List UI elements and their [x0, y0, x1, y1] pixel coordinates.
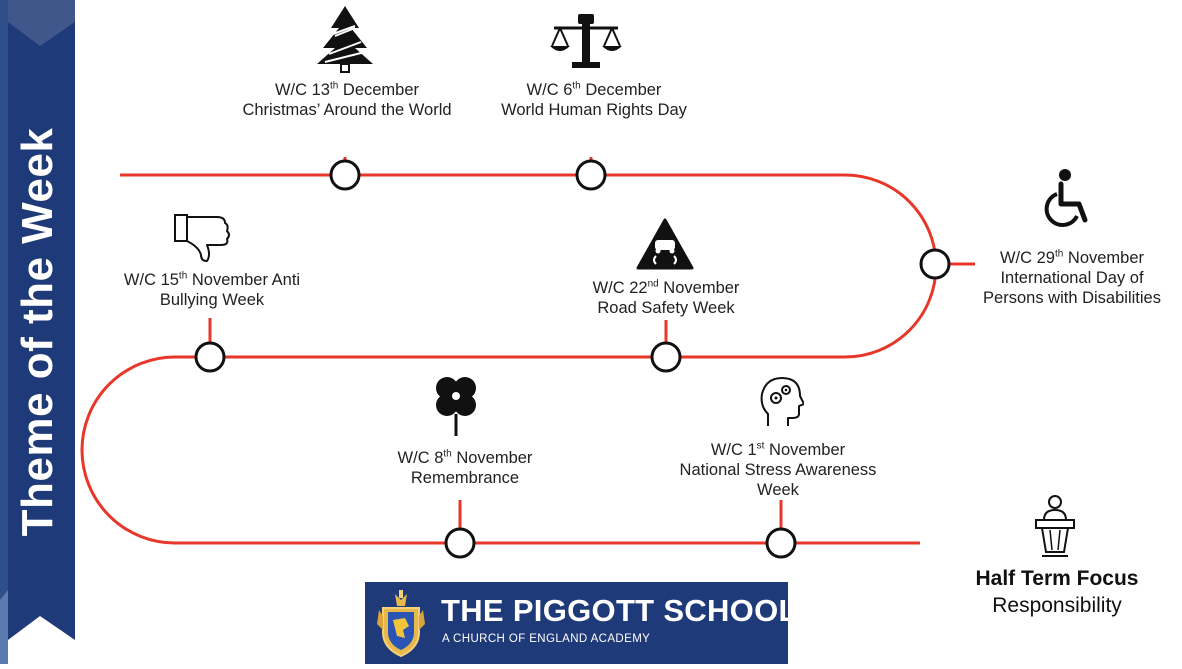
timeline-node: [194, 341, 226, 373]
banner-ribbon: [0, 0, 75, 664]
school-subtitle: A CHURCH OF ENGLAND ACADEMY: [442, 633, 651, 645]
timeline-node: [329, 159, 361, 191]
christmas-tree-icon: [317, 6, 373, 73]
event-label-remembrance: W/C 8th November Remembrance: [397, 448, 533, 487]
event-label-christmas: W/C 13th December Christmas’ Around the …: [242, 80, 452, 119]
event-label-human-rights: W/C 6th December World Human Rights Day: [501, 80, 687, 119]
school-crest-icon: [377, 590, 425, 658]
focus-value: Responsibility: [992, 594, 1122, 617]
timeline-node: [650, 341, 682, 373]
lectern-speaker-icon: [1035, 495, 1075, 557]
timeline-node: [765, 527, 797, 559]
half-term-focus: Half Term Focus Responsibility: [950, 566, 1164, 620]
poppy-icon: [436, 377, 476, 436]
school-name: THE PIGGOTT SCHOOL: [441, 593, 798, 628]
school-logo: THE PIGGOTT SCHOOL A CHURCH OF ENGLAND A…: [365, 582, 797, 664]
thumbs-down-icon: [174, 214, 230, 262]
wheelchair-icon: [1044, 169, 1088, 227]
head-gears-icon: [760, 377, 804, 426]
event-label-stress-awareness: W/C 1st November National Stress Awarene…: [679, 440, 877, 499]
slippery-road-sign-icon: [636, 218, 694, 270]
event-label-road-safety: W/C 22nd November Road Safety Week: [592, 278, 740, 317]
timeline-node: [575, 159, 607, 191]
focus-title: Half Term Focus: [975, 567, 1139, 590]
timeline-node: [919, 248, 951, 280]
theme-banner: Theme of the Week: [0, 0, 75, 664]
event-label-disabilities: W/C 29th November International Day of P…: [983, 248, 1161, 307]
timeline-node: [444, 527, 476, 559]
event-label-anti-bullying: W/C 15th November Anti Bullying Week: [123, 270, 301, 309]
justice-scales-fist-icon: [550, 14, 622, 68]
